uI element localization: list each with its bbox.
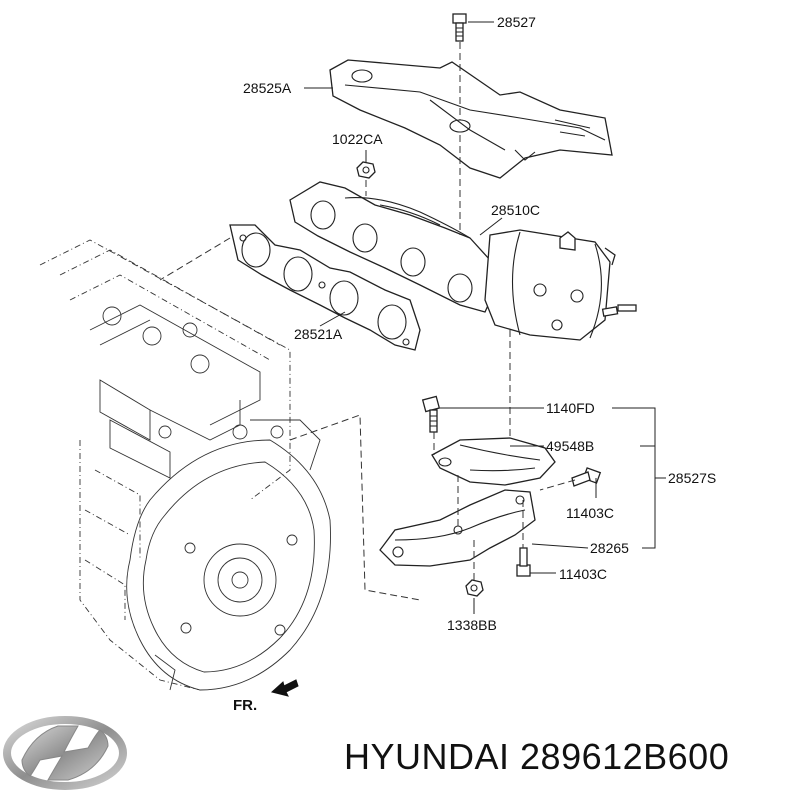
bolt-1140fd: [421, 395, 441, 433]
label-28525a: 28525A: [243, 80, 292, 96]
bracket-49548b: [431, 437, 556, 486]
nut-1338bb: [465, 579, 484, 597]
bolt-11403c-b: [516, 547, 531, 577]
label-49548b: 49548B: [546, 438, 594, 454]
heat-shield-28525a: [329, 59, 613, 179]
front-arrow-icon: [270, 679, 299, 697]
label-28527: 28527: [497, 14, 536, 30]
front-marker-label: FR.: [233, 697, 257, 714]
label-28265: 28265: [590, 540, 629, 556]
bolt-28527: [452, 13, 467, 42]
label-11403c-a: 11403C: [566, 505, 614, 521]
label-28527s: 28527S: [668, 470, 716, 486]
exhaust-manifold-28510c: [289, 181, 637, 341]
part-number-caption: HYUNDAI 289612B600: [344, 736, 730, 777]
nut-1022ca: [356, 161, 376, 179]
label-1140fd: 1140FD: [546, 400, 595, 416]
hyundai-logo-icon: [3, 716, 127, 790]
leader-lines: [304, 21, 666, 614]
label-1338bb: 1338BB: [447, 617, 497, 633]
front-marker: FR.: [233, 679, 299, 714]
assembly-lines: [159, 42, 576, 601]
label-11403c-b: 11403C: [559, 566, 607, 582]
label-28521a: 28521A: [294, 326, 343, 342]
gasket-28521a: [229, 224, 421, 351]
part-labels: 28527 28525A 1022CA 28510C 28521A 1140FD…: [243, 14, 716, 633]
bracket-28265: [379, 489, 536, 567]
label-1022ca: 1022CA: [332, 131, 383, 147]
engine-block: [39, 239, 331, 691]
label-28510c: 28510C: [491, 202, 540, 218]
